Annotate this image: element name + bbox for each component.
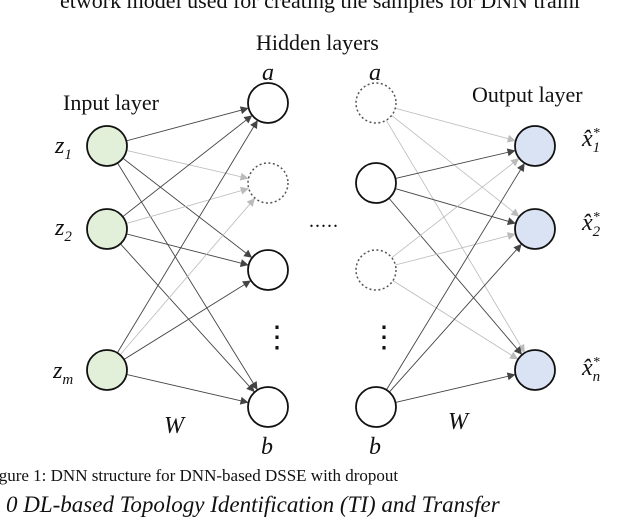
edge-in2-h2 <box>123 280 252 360</box>
layer-b-left-label: b <box>261 434 273 460</box>
edge-h3-out1-arrow <box>513 243 522 253</box>
edge-in1-h1-arrow <box>239 186 249 195</box>
output-label-xn: x̂*n <box>582 355 601 385</box>
edge-in1-h2-arrow <box>239 259 249 267</box>
vertical-ellipsis-left: ⋮ <box>262 321 293 354</box>
layer-a-right-label: a <box>369 60 381 86</box>
hidden2-node-2 <box>355 249 397 291</box>
edge-h3-out0 <box>386 162 525 391</box>
figure-caption: igure 1: DNN structure for DNN-based DSS… <box>0 466 399 485</box>
hidden-layers-title: Hidden layers <box>256 30 379 55</box>
weight-left-label: W <box>164 413 184 439</box>
edge-in0-h1-arrow <box>239 172 249 181</box>
hidden2-node-3 <box>355 386 397 428</box>
input-node-1 <box>86 208 128 250</box>
hidden1-node-2 <box>247 249 289 291</box>
edge-in2-h0-arrow <box>250 120 258 130</box>
vertical-ellipsis-right: ⋮ <box>369 321 400 354</box>
edge-in0-h2-arrow <box>243 249 253 258</box>
edge-in2-h0 <box>116 119 259 354</box>
edge-h2-out2 <box>392 280 519 360</box>
output-label-x1: x̂*1 <box>582 126 601 156</box>
edge-h3-out2-arrow <box>506 372 516 381</box>
edge-h2-out0-arrow <box>510 158 520 167</box>
edge-h3-out1 <box>388 243 523 393</box>
input-node-0 <box>86 125 128 167</box>
dnn-diagram <box>86 82 556 428</box>
edge-h0-out0-arrow <box>506 134 516 143</box>
edge-in0-h2 <box>122 157 253 259</box>
hidden1-node-1 <box>247 162 289 204</box>
edge-in1-h1 <box>126 188 249 224</box>
output-label-x2: x̂*2 <box>582 210 601 240</box>
edge-h3-out2 <box>395 374 516 403</box>
edge-in1-h2 <box>126 233 249 266</box>
edge-in0-h3-arrow <box>249 381 258 390</box>
output-node-1 <box>514 208 556 250</box>
edge-in0-h0 <box>126 107 249 142</box>
horizontal-ellipsis: ..... <box>309 210 339 232</box>
edge-in1-h0-arrow <box>243 115 253 124</box>
input-label-zm: zm <box>53 358 74 388</box>
top-cut-text: etwork model used for creating the sampl… <box>60 0 580 13</box>
input-node-2 <box>86 349 128 391</box>
edge-h1-out1-arrow <box>506 217 516 226</box>
edge-in2-h3-arrow <box>239 396 249 405</box>
section-heading-cut: 0 DL-based Topology Identification (TI) … <box>6 492 500 517</box>
layer-b-right-label: b <box>369 434 381 460</box>
edge-h2-out2-arrow <box>509 351 519 360</box>
input-label-z1: z1 <box>55 133 72 163</box>
layer-a-left-label: a <box>262 60 274 86</box>
edge-in1-h0 <box>122 114 253 218</box>
edge-in0-h1 <box>126 150 249 179</box>
edge-h0-out1-arrow <box>510 208 520 217</box>
hidden2-node-1 <box>355 162 397 204</box>
edge-in1-h3-arrow <box>246 383 255 393</box>
edge-h1-out1 <box>395 188 516 224</box>
input-layer-title: Input layer <box>63 90 159 115</box>
edge-in1-h3 <box>120 243 255 393</box>
input-label-z2: z2 <box>55 215 72 245</box>
edge-in0-h0-arrow <box>239 106 249 115</box>
output-node-0 <box>514 125 556 167</box>
edge-h0-out1 <box>391 115 520 217</box>
edge-in2-h1 <box>119 197 256 356</box>
edges <box>116 106 526 405</box>
edge-in2-h3 <box>126 374 249 403</box>
edge-h2-out0 <box>391 157 520 259</box>
edge-h0-out2-arrow <box>517 343 525 353</box>
nodes <box>86 82 556 428</box>
edge-h2-out1-arrow <box>506 232 516 240</box>
edge-h0-out0 <box>395 107 516 142</box>
edge-h1-out0 <box>395 150 516 179</box>
edge-h3-out0-arrow <box>517 163 525 172</box>
edge-h2-out1 <box>395 233 516 266</box>
output-node-2 <box>514 349 556 391</box>
edge-h1-out2-arrow <box>513 346 523 355</box>
edge-in2-h2-arrow <box>242 280 252 289</box>
hidden1-node-3 <box>247 386 289 428</box>
weight-right-label: W <box>448 409 468 435</box>
hidden2-node-0 <box>355 82 397 124</box>
output-layer-title: Output layer <box>472 82 583 107</box>
edge-h0-out2 <box>385 119 526 354</box>
edge-in2-h1-arrow <box>246 198 255 207</box>
edge-h1-out0-arrow <box>506 148 516 157</box>
hidden1-node-0 <box>247 82 289 124</box>
